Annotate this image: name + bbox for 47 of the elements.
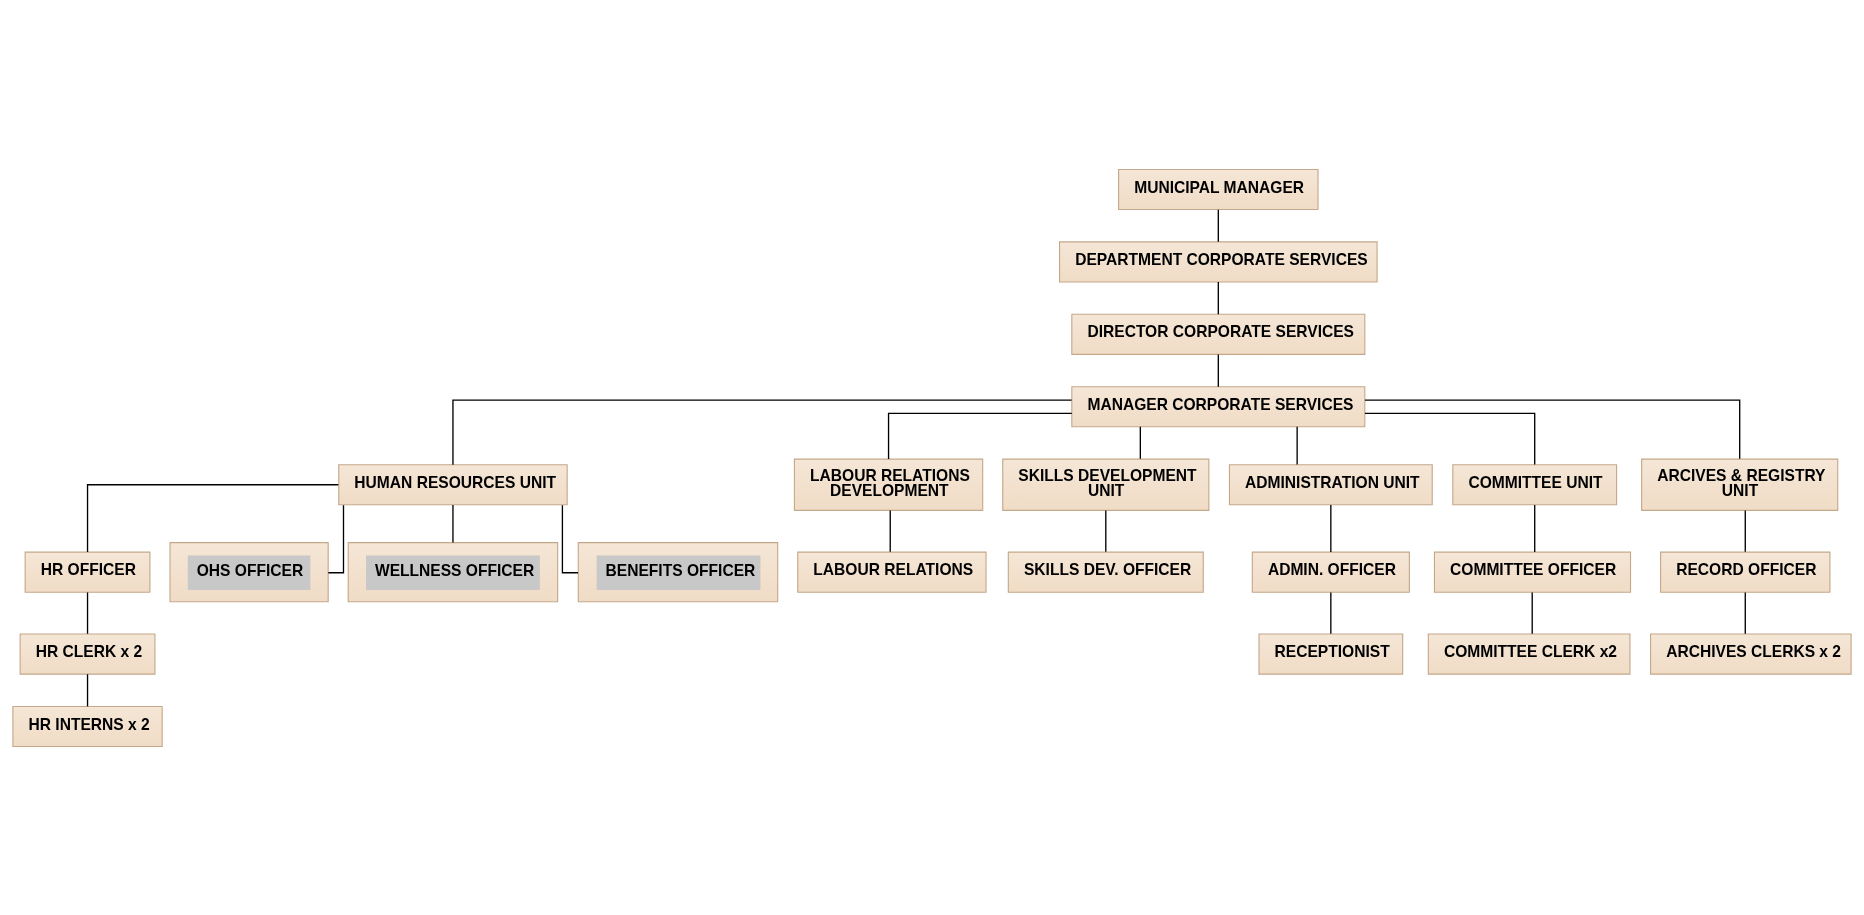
node-box: ARCHIVES CLERKS x 2 [1650,632,1852,675]
connector [889,509,891,553]
node-box: SKILLS DEVELOPMENT UNIT [1002,458,1210,511]
node-box: HR INTERNS x 2 [12,705,163,747]
connector [86,673,89,707]
connector [887,412,1073,460]
connector [1139,425,1141,459]
connector [327,503,345,573]
node-box: BENEFITS OFFICER [577,541,779,602]
node-box: ADMINISTRATION UNIT [1228,463,1433,505]
connector [1330,591,1332,634]
node-box: OHS OFFICER [169,541,329,602]
connector [1534,503,1536,553]
node-box: RECORD OFFICER [1660,551,1831,593]
node-box: MANAGER CORPORATE SERVICES [1071,385,1366,427]
connector [86,483,339,553]
node-box: HR OFFICER [24,551,151,593]
connector [1217,280,1219,315]
node-box: COMMITTEE CLERK x2 [1427,632,1631,675]
node-box: ADMIN. OFFICER [1251,551,1410,593]
connector [1744,591,1746,634]
node-box: LABOUR RELATIONS [797,551,987,593]
connector [1217,353,1219,387]
node-box: RECEPTIONIST [1258,632,1404,675]
connector [1330,503,1332,553]
connector [1364,398,1741,460]
connector [1296,425,1298,465]
connector [86,591,89,634]
connector [1744,509,1746,553]
node-box: DIRECTOR CORPORATE SERVICES [1071,313,1366,355]
connector [1364,412,1536,465]
node-box: LABOUR RELATIONS DEVELOPMENT [793,458,984,511]
node-box: SKILLS DEV. OFFICER [1007,551,1204,593]
node-box: DEPARTMENT CORPORATE SERVICES [1059,240,1378,283]
node-box: HR CLERK x 2 [19,632,156,675]
node-box: COMMITTEE UNIT [1452,463,1618,505]
node-box: MUNICIPAL MANAGER [1118,168,1319,210]
connector [452,503,454,543]
connector [561,503,579,573]
node-box: WELLNESS OFFICER [347,541,559,602]
connector [452,398,1073,465]
connector [1531,591,1533,634]
connector [1105,509,1107,553]
node-box: COMMITTEE OFFICER [1433,551,1632,593]
connector [1217,208,1219,243]
node-box: HUMAN RESOURCES UNIT [338,463,568,505]
node-box: ARCIVES & REGISTRY UNIT [1641,458,1839,511]
